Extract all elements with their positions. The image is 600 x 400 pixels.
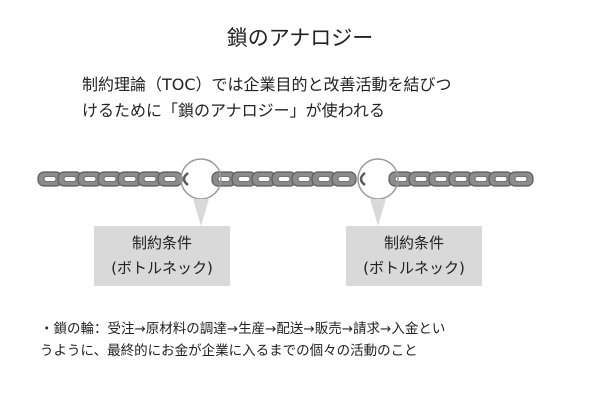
- chain-link-hole-15: [394, 176, 408, 182]
- callout-2-line-2: (ボトルネック): [363, 259, 465, 277]
- note-line-2: うように、最終的にお金が企業に入るまでの個々の活動のこと: [40, 343, 418, 359]
- note-line-1: ・鎖の輪：受注→原材料の調達→生産→配送→販売→請求→入金とい: [40, 321, 446, 337]
- diagram-title: 鎖のアナロジー: [226, 26, 374, 50]
- chain-link-hole-8: [217, 176, 231, 182]
- broken-link-2: [359, 172, 366, 186]
- intro-text: 制約理論（TOC）では企業目的と改善活動を結びつ けるために「鎖のアナロジー」が…: [82, 72, 552, 124]
- chain-link-hole-5: [123, 176, 137, 182]
- chain-link-hole-1: [43, 176, 57, 182]
- chain-link-hole-17: [434, 176, 448, 182]
- chain-link-hole-14: [337, 176, 351, 182]
- chain-link-hole-9: [237, 176, 251, 182]
- chain-link-hole-12: [297, 176, 311, 182]
- chain-link-hole-3: [83, 176, 97, 182]
- chain-link-hole-7: [163, 176, 177, 182]
- chain-link-hole-11: [277, 176, 291, 182]
- chain-link-hole-21: [514, 176, 528, 182]
- chain-link-hole-2: [63, 176, 77, 182]
- chain-link-hole-20: [494, 176, 508, 182]
- broken-link-1: [182, 172, 189, 186]
- chain-diagram: [37, 158, 534, 226]
- constraint-callout-1: 制約条件 (ボトルネック): [94, 226, 230, 286]
- constraint-callout-2: 制約条件 (ボトルネック): [346, 226, 482, 286]
- callout-pointer-2: [370, 199, 386, 226]
- chain-link-hole-10: [257, 176, 271, 182]
- chain-link-hole-4: [103, 176, 117, 182]
- callout-2-line-1: 制約条件: [383, 234, 444, 252]
- intro-line-2: けるために「鎖のアナロジー」が使われる: [82, 101, 385, 120]
- chain-links: [37, 171, 534, 187]
- callout-1-line-2: (ボトルネック): [111, 259, 213, 277]
- intro-line-1: 制約理論（TOC）では企業目的と改善活動を結びつ: [82, 75, 452, 94]
- chain-link-hole-16: [414, 176, 428, 182]
- chain-link-hole-13: [317, 176, 331, 182]
- chain-link-note: ・鎖の輪：受注→原材料の調達→生産→配送→販売→請求→入金とい うように、最終的…: [40, 318, 580, 362]
- chain-link-hole-6: [143, 176, 157, 182]
- chain-link-hole-19: [474, 176, 488, 182]
- callout-1-line-1: 制約条件: [131, 234, 192, 252]
- chain-link-hole-18: [454, 176, 468, 182]
- callout-pointer-1: [193, 199, 209, 226]
